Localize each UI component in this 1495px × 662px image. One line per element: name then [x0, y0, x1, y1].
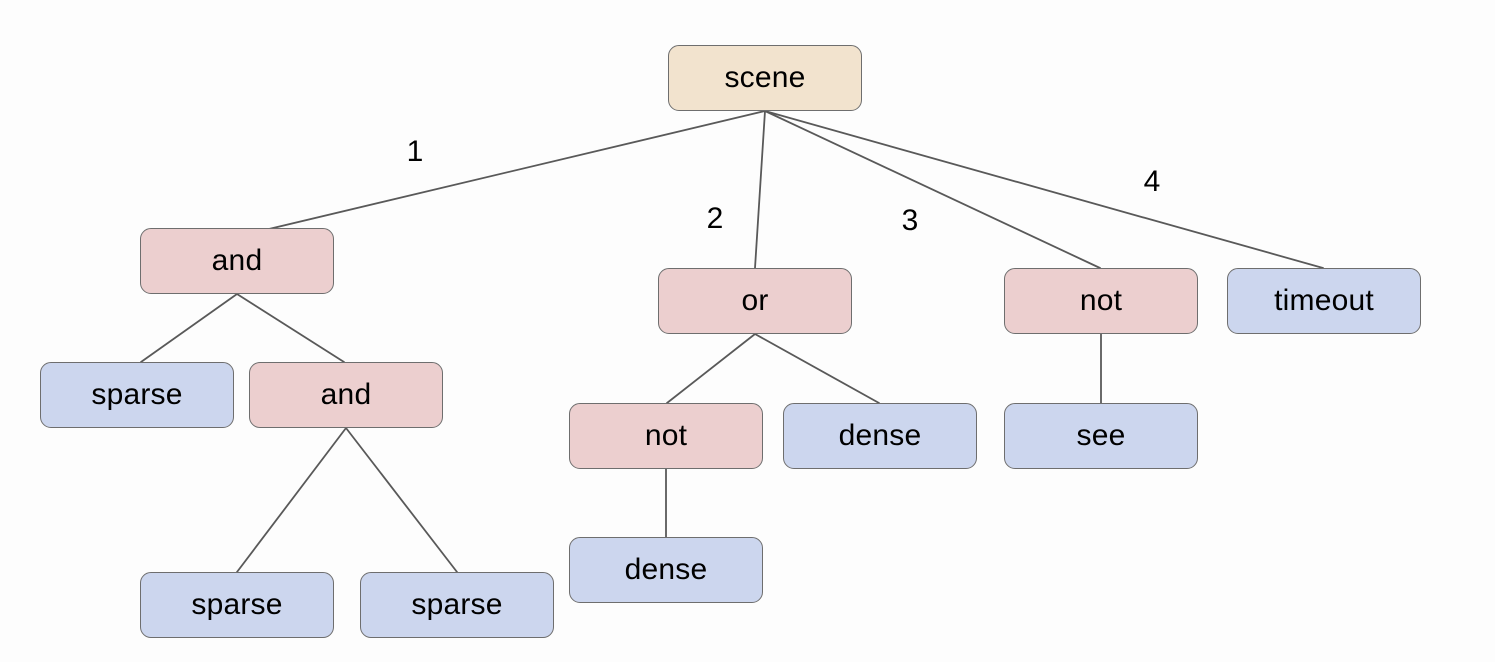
node-label-or1: or: [741, 284, 769, 317]
edge-and1-to-sparse1: [140, 293, 238, 363]
edge-scene-to-not1: [764, 110, 1101, 269]
edge-scene-to-timeout1: [764, 110, 1324, 269]
node-label-scene: scene: [724, 61, 806, 94]
edge-and2-to-sparse3: [345, 427, 458, 573]
node-not2[interactable]: not: [569, 403, 763, 469]
edge-or1-to-not2: [666, 333, 756, 404]
node-sparse3[interactable]: sparse: [360, 572, 554, 638]
node-label-and2: and: [320, 378, 372, 411]
node-sparse2[interactable]: sparse: [140, 572, 334, 638]
node-or1[interactable]: or: [658, 268, 852, 334]
edge-label-e2: 2: [706, 202, 724, 235]
node-timeout1[interactable]: timeout: [1227, 268, 1421, 334]
edge-or1-to-dense1: [754, 333, 880, 404]
edge-label-e3: 3: [901, 204, 919, 237]
edge-label-e4: 4: [1143, 165, 1161, 198]
node-dense1[interactable]: dense: [783, 403, 977, 469]
edge-scene-to-or1: [754, 110, 766, 269]
node-scene[interactable]: scene: [668, 45, 862, 111]
node-label-not1: not: [1079, 284, 1123, 317]
node-not1[interactable]: not: [1004, 268, 1198, 334]
node-label-and1: and: [211, 244, 263, 277]
node-label-see1: see: [1076, 419, 1126, 452]
node-and1[interactable]: and: [140, 228, 334, 294]
node-sparse1[interactable]: sparse: [40, 362, 234, 428]
edge-and2-to-sparse2: [236, 427, 347, 573]
node-label-dense1: dense: [838, 419, 922, 452]
node-label-dense2: dense: [624, 553, 708, 586]
node-label-sparse3: sparse: [411, 588, 503, 621]
node-label-not2: not: [644, 419, 688, 452]
node-and2[interactable]: and: [249, 362, 443, 428]
edge-label-e1: 1: [406, 135, 424, 168]
edge-and1-to-and2: [236, 293, 345, 363]
node-label-sparse1: sparse: [91, 378, 183, 411]
edge-scene-to-and1: [251, 110, 766, 234]
node-see1[interactable]: see: [1004, 403, 1198, 469]
node-label-timeout1: timeout: [1274, 284, 1374, 317]
node-dense2[interactable]: dense: [569, 537, 763, 603]
node-label-sparse2: sparse: [191, 588, 283, 621]
